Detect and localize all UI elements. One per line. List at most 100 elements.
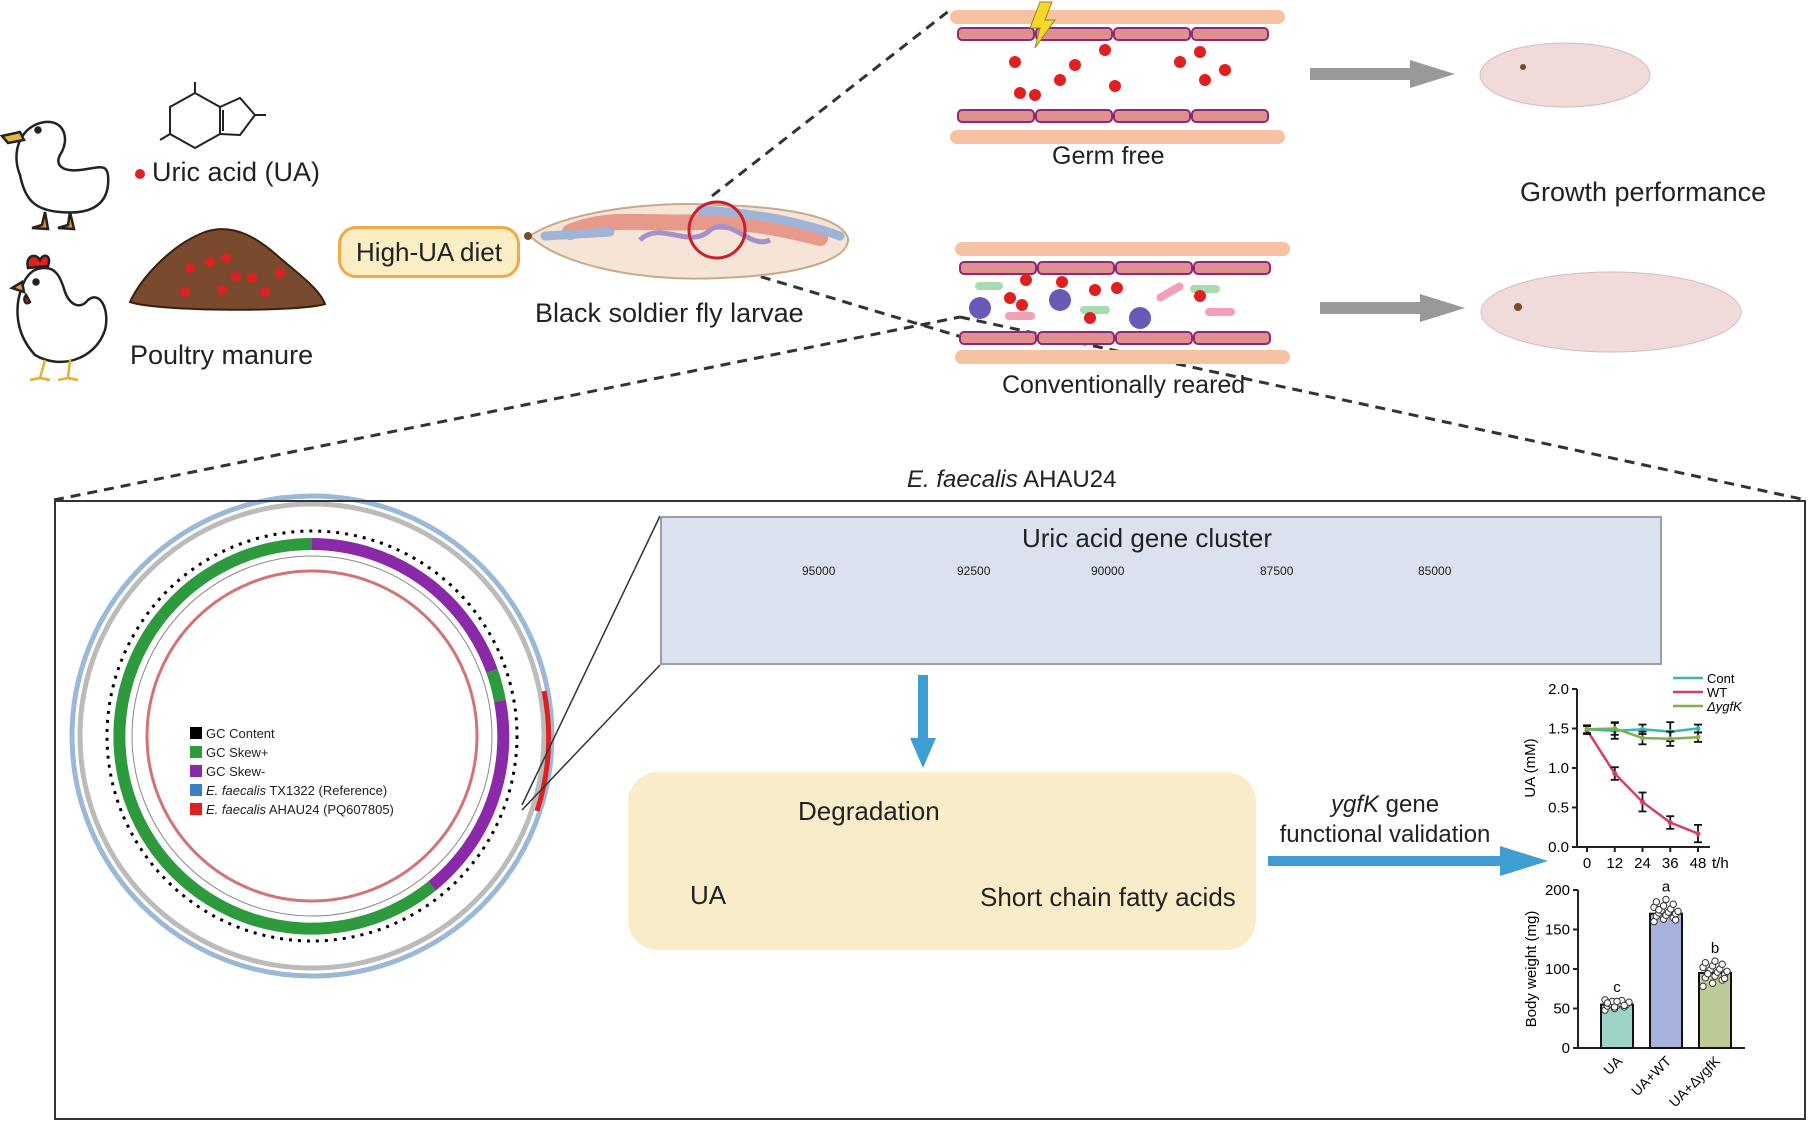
legend-label: Cont: [1707, 671, 1735, 686]
poultry-manure-icon: [128, 228, 327, 311]
genome-legend-item: E. faecalis TX1322 (Reference): [190, 781, 394, 800]
legend-label: GC Content: [206, 726, 275, 741]
high-ua-diet-badge: High-UA diet: [338, 226, 520, 278]
y-tick-label: 1.5: [1548, 721, 1569, 738]
data-point: [1652, 898, 1661, 906]
gene-cluster-title: Uric acid gene cluster: [1022, 523, 1272, 553]
gene-tick-label: 92500: [957, 564, 991, 578]
data-point: [1612, 726, 1618, 731]
panel-title-strain: AHAU24: [1023, 466, 1117, 493]
gene-cluster-panel: Uric acid gene cluster 95000 92500 90000 87…: [660, 516, 1662, 665]
data-point: [1612, 771, 1618, 777]
x-tick-label: 24: [1634, 855, 1651, 872]
data-point: [1695, 726, 1701, 731]
data-point: [1659, 902, 1668, 910]
y-tick-label: 0: [1562, 1040, 1570, 1057]
larva-small-icon: [1479, 42, 1651, 108]
significance-letter: b: [1711, 940, 1719, 957]
data-point: [1695, 831, 1701, 837]
data-point: [1584, 726, 1590, 732]
data-point: [1699, 982, 1707, 991]
poultry-manure-label: Poultry manure: [130, 340, 314, 370]
x-tick-label: 36: [1662, 855, 1679, 872]
legend-swatch-icon: [190, 746, 202, 758]
legend-label: TX1322 (Reference): [265, 783, 388, 798]
y-tick-label: 0.5: [1548, 800, 1569, 817]
gene-tick-label: 95000: [802, 564, 836, 578]
blue-arrows: [910, 675, 1548, 876]
genome-zoom-lines: [521, 515, 661, 811]
data-point: [1711, 957, 1719, 965]
gene-tick-label: 90000: [1091, 564, 1125, 578]
zoom-dashed-lines: [53, 8, 1807, 502]
data-point: [1640, 735, 1645, 741]
data-point: [1640, 799, 1645, 805]
legend-label: AHAU24 (PQ607805): [265, 802, 394, 817]
validation-line1: gene: [1378, 791, 1440, 818]
uric-acid-label: Uric acid (UA): [152, 157, 321, 187]
ua-dot-legend-icon: [135, 169, 145, 179]
y-tick-label: 50: [1553, 1001, 1570, 1018]
conventional-gut-illustration: [955, 242, 1290, 364]
x-tick-label: 0: [1583, 855, 1591, 872]
growth-performance-label: Growth performance: [1520, 177, 1767, 207]
significance-letter: c: [1613, 979, 1621, 996]
bacteria-panel: [54, 500, 1806, 1120]
data-point: [1720, 974, 1729, 983]
gene-tick-label: 87500: [1260, 564, 1294, 578]
data-point: [1701, 958, 1710, 967]
data-point: [1640, 726, 1645, 732]
x-axis-label: t/h: [1712, 855, 1729, 872]
legend-label: GC Skew-: [206, 764, 266, 779]
germ-free-gut-illustration: [950, 1, 1285, 144]
legend-label: WT: [1707, 685, 1727, 700]
y-tick-label: 150: [1545, 922, 1570, 939]
genome-legend: GC Content GC Skew+ GC Skew- E. faecalis TX…: [190, 724, 394, 819]
data-point: [1674, 907, 1682, 916]
larvae-label: Black soldier fly larvae: [535, 298, 804, 328]
data-point: [1667, 736, 1673, 742]
x-tick-label: 12: [1606, 855, 1623, 872]
x-tick-label: 48: [1690, 855, 1707, 872]
legend-swatch-icon: [190, 784, 202, 796]
conventional-label: Conventionally reared: [1002, 371, 1246, 399]
legend-swatch-icon: [190, 727, 202, 739]
y-tick-label: 1.0: [1548, 760, 1569, 777]
genome-legend-item: E. faecalis AHAU24 (PQ607805): [190, 800, 394, 819]
legend-swatch-icon: [190, 765, 202, 777]
degradation-label: Degradation: [798, 796, 940, 826]
data-point: [1671, 916, 1680, 924]
duck-icon: [0, 120, 110, 231]
y-tick-label: 100: [1545, 961, 1570, 978]
y-tick-label: 2.0: [1548, 681, 1569, 698]
data-point: [1662, 895, 1670, 904]
scfa-label: Short chain fatty acids: [980, 882, 1236, 912]
data-point: [1603, 999, 1612, 1007]
data-point: [1655, 906, 1663, 914]
data-point: [1695, 734, 1701, 740]
genome-legend-item: GC Skew-: [190, 762, 394, 781]
circular-genome-map: [69, 493, 555, 979]
data-point: [1708, 979, 1717, 987]
legend-label: ΔygfK: [1706, 699, 1743, 714]
y-axis-label: Body weight (mg): [1523, 911, 1540, 1028]
larva-gut-illustration: [524, 200, 850, 280]
larva-large-icon: [1480, 271, 1742, 353]
grey-arrows: [1310, 60, 1465, 322]
genome-legend-item: GC Skew+: [190, 743, 394, 762]
ua-label: UA: [690, 880, 727, 910]
validation-line2: functional validation: [1279, 821, 1491, 848]
data-point: [1723, 967, 1731, 976]
data-point: [1669, 900, 1677, 908]
data-point: [1704, 970, 1712, 978]
data-point: [1613, 997, 1621, 1006]
panel-title-species: E. faecalis: [907, 466, 1018, 493]
data-point: [1620, 1001, 1628, 1010]
validation-label: ygfK gene functional validation: [1270, 790, 1500, 850]
panel-title: E. faecalis AHAU24: [907, 466, 1116, 494]
data-point: [1718, 960, 1726, 968]
y-axis-label: UA (mM): [1522, 738, 1539, 797]
chicken-icon: [9, 254, 108, 382]
